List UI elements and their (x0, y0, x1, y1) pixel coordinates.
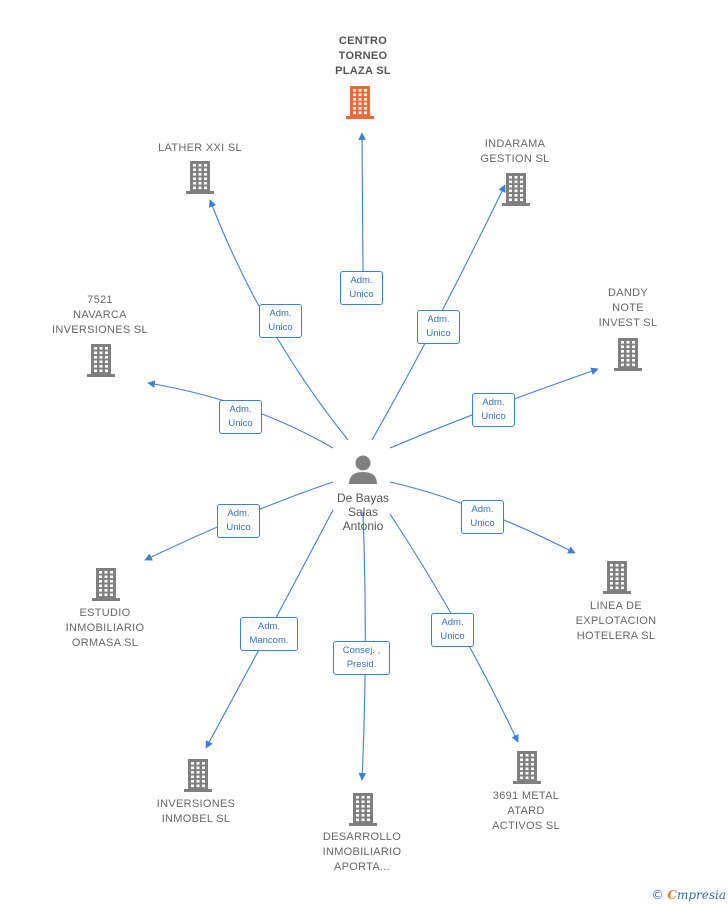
company-node-estudio[interactable] (91, 567, 121, 601)
company-label-explotacion[interactable]: LINEA DE EXPLOTACION HOTELERA SL (575, 600, 657, 642)
company-node-dandy[interactable] (613, 337, 643, 371)
building-icon (184, 759, 212, 792)
brand-name: mpresia (676, 888, 726, 902)
company-label-estudio[interactable]: ESTUDIO INMOBILIARIO ORMASA SL (65, 607, 145, 649)
role-badge-dandy: Adm. Unico (472, 393, 515, 427)
role-badge-centro-torneo: Adm. Unico (340, 271, 383, 305)
building-icon (603, 561, 631, 594)
company-node-indarama[interactable] (501, 172, 531, 206)
brand-footer: © Cmpresia (652, 888, 726, 902)
company-node-explotacion[interactable] (602, 560, 632, 594)
company-label-centro-torneo[interactable]: CENTRO TORNEO PLAZA SL (335, 35, 391, 77)
company-label-desarrollo[interactable]: DESARROLLO INMOBILIARIO APORTA... (322, 831, 402, 873)
company-node-metal[interactable] (512, 750, 542, 784)
person-icon (349, 455, 377, 484)
company-label-lather[interactable]: LATHER XXI SL (158, 142, 242, 154)
company-label-indarama[interactable]: INDARAMA GESTION SL (480, 138, 550, 165)
building-icon (346, 86, 374, 119)
building-icon (614, 338, 642, 371)
building-icon (513, 751, 541, 784)
company-node-centro-torneo[interactable] (345, 85, 375, 119)
role-badge-estudio: Adm. Unico (217, 504, 260, 538)
company-node-inmobel[interactable] (183, 758, 213, 792)
company-label-metal[interactable]: 3691 METAL ATARD ACTIVOS SL (492, 790, 560, 832)
role-badge-navarca: Adm. Unico (219, 400, 262, 434)
role-badge-desarrollo: Consej. , Presid. (333, 641, 390, 675)
role-badge-indarama: Adm. Unico (417, 310, 460, 344)
company-node-navarca[interactable] (86, 343, 116, 377)
building-icon (87, 344, 115, 377)
building-icon (349, 793, 377, 826)
building-icon (92, 568, 120, 601)
company-label-dandy[interactable]: DANDY NOTE INVEST SL (598, 287, 658, 329)
company-node-lather[interactable] (185, 160, 215, 194)
role-badge-inmobel: Adm. Mancom. (240, 617, 298, 651)
building-icon (186, 161, 214, 194)
role-badge-metal: Adm. Unico (431, 613, 474, 647)
building-icon (502, 173, 530, 206)
role-badge-lather: Adm. Unico (259, 304, 302, 338)
role-badge-explotacion: Adm. Unico (461, 500, 504, 534)
brand-initial: C (667, 888, 677, 902)
copyright-icon: © (651, 888, 664, 902)
company-label-navarca[interactable]: 7521 NAVARCA INVERSIONES SL (52, 294, 148, 336)
center-person-name[interactable]: De Bayas Salas Antonio (336, 491, 390, 533)
company-node-desarrollo[interactable] (348, 792, 378, 826)
company-label-inmobel[interactable]: INVERSIONES INMOBEL SL (156, 798, 236, 825)
edge-centro-torneo (358, 132, 366, 273)
